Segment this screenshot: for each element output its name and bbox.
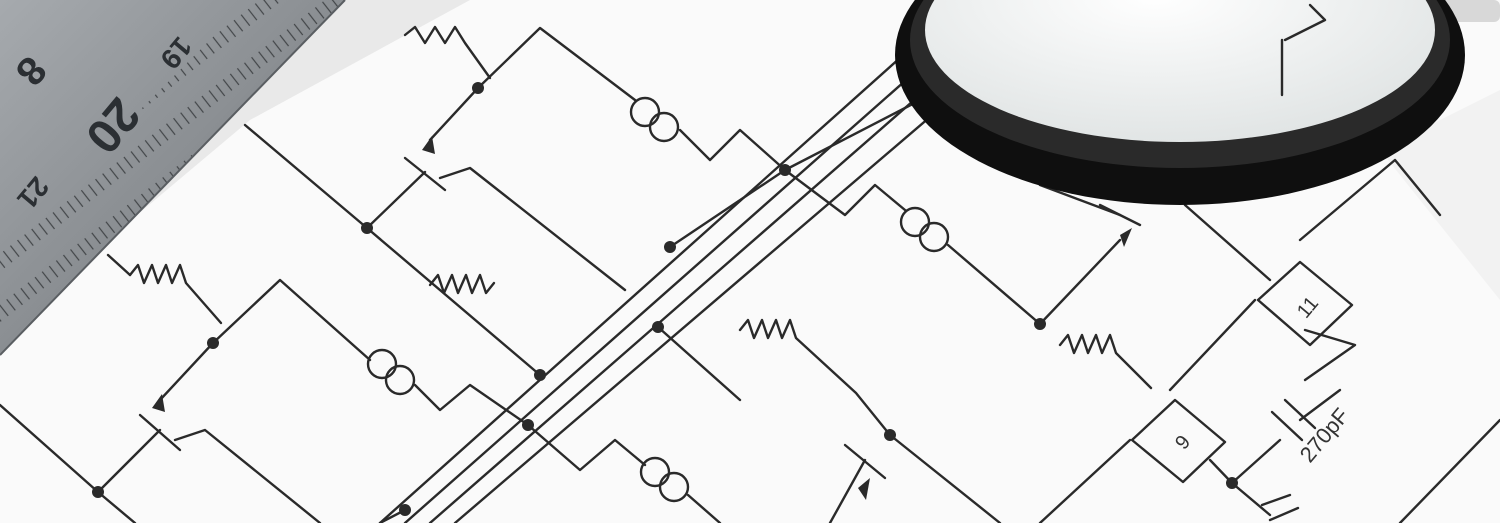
wire [158,341,215,402]
bus-line [378,38,922,523]
junction-dot [652,321,664,333]
current-source [384,364,416,396]
steel-ruler: 8 19 20 21 [0,0,346,356]
current-source [366,348,398,380]
wire [783,168,907,217]
wire [365,226,542,377]
wire [1230,481,1272,517]
bus-line [453,68,987,523]
junction-dot [399,504,411,516]
current-source [629,96,661,128]
junction-dot [534,369,546,381]
wire [1298,158,1442,242]
wire [403,25,492,80]
wire [1038,183,1122,217]
wire [106,253,132,277]
transistor-arrow [152,394,165,412]
wire [1038,238,1122,326]
wire [438,166,627,292]
resistor [738,318,892,437]
current-source [918,221,950,253]
wire [96,490,137,523]
transistor-arrow [422,136,435,154]
bus-line [428,58,962,523]
wire [678,128,787,172]
junction-dot [361,222,373,234]
magnifier-lens [925,0,1435,142]
junction-dot [1226,477,1238,489]
junction-dot [1034,318,1046,330]
junction-dot [472,82,484,94]
transistor-arrow [858,478,870,500]
capacitor [1270,398,1317,442]
wire [888,433,1002,523]
wire [1398,418,1500,523]
junction-dot [884,429,896,441]
current-source [658,471,690,503]
wire [656,325,742,402]
junction-dot [207,337,219,349]
wire [526,423,647,472]
bus-line [403,48,942,523]
junction-dot [664,241,676,253]
transistor-arrow [1120,228,1132,247]
resistor [1058,333,1153,390]
current-source [899,206,931,238]
transistor-base [403,156,447,192]
chip-9 [1130,398,1227,484]
wire [476,26,637,102]
wire [1298,388,1342,422]
chip-11 [1256,260,1354,347]
wire [413,383,530,427]
magnifying-glass [895,0,1500,205]
wire [686,493,722,523]
wire [428,86,480,142]
resistor [128,263,223,325]
junction-dot [779,164,791,176]
capacitor [1260,493,1300,522]
wire [1038,438,1132,523]
current-source [648,111,680,143]
wire [173,428,322,523]
magnified-wire [1283,3,1327,42]
wire [211,278,372,362]
current-source [639,456,671,488]
wire [1168,298,1257,392]
wire [946,243,1042,326]
wire [1183,203,1272,282]
junction-dot [92,486,104,498]
resistor [428,273,496,295]
junction-dot [522,419,534,431]
transistor-base [138,413,182,452]
wire [828,458,867,523]
